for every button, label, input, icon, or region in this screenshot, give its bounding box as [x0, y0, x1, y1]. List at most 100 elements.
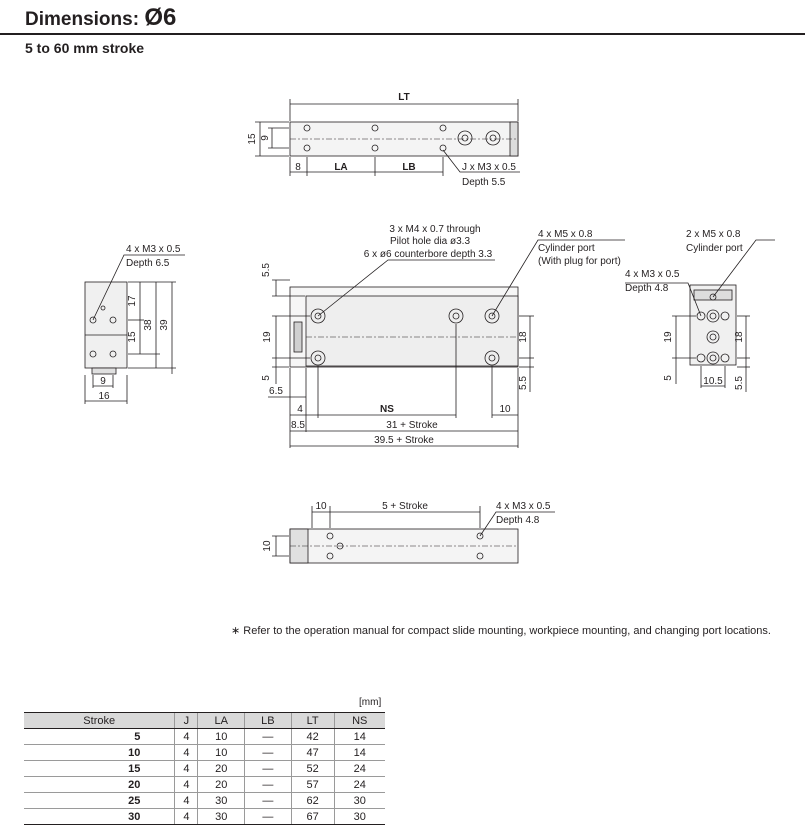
bottom-thread-depth: Depth 4.8: [496, 515, 540, 526]
dim-5-front: 5: [261, 375, 272, 381]
page-title: Dimensions: Ø6: [25, 4, 177, 31]
table-row: 30 4 30 — 67 30: [24, 808, 385, 825]
col-j: J: [174, 712, 198, 729]
cell-la: 10: [197, 728, 245, 745]
dim-15: 15: [247, 133, 258, 145]
ns-label: NS: [380, 404, 394, 415]
cell-la: 30: [197, 808, 245, 825]
dim-6-5: 6.5: [269, 386, 283, 397]
top-view: LT 15 9 8 LA LB J x M3 x 0.5 Depth 5.5: [247, 92, 520, 188]
table-row: 15 4 20 — 52 24: [24, 760, 385, 777]
cell-stroke: 10: [24, 744, 175, 761]
lb-label: LB: [402, 162, 415, 173]
dim-9: 9: [260, 135, 271, 141]
cell-la: 10: [197, 744, 245, 761]
page-header: Dimensions: Ø6 5 to 60 mm stroke: [0, 0, 805, 56]
col-stroke: Stroke: [24, 712, 175, 729]
dim-4: 4: [297, 404, 303, 415]
cell-ns: 24: [333, 760, 385, 777]
dim-8: 8: [295, 162, 301, 173]
port-callout-2: Cylinder port: [538, 243, 595, 254]
dim-5-stroke: 5 + Stroke: [382, 501, 428, 512]
dim-15-side: 15: [127, 331, 138, 343]
cell-stroke: 25: [24, 792, 175, 809]
cell-lt: 42: [290, 728, 335, 745]
cell-ns: 14: [333, 728, 385, 745]
dim-9-side: 9: [100, 376, 106, 387]
cell-j: 4: [174, 776, 198, 793]
dim-39-5-stroke: 39.5 + Stroke: [374, 435, 434, 446]
cell-ns: 14: [333, 744, 385, 761]
side-thread-callout: 4 x M3 x 0.5: [126, 244, 181, 255]
dim-19-end: 19: [663, 331, 674, 343]
dim-5-5-top: 5.5: [261, 263, 272, 277]
dim-10-bottom-b: 10: [262, 540, 273, 552]
title-rule: [0, 33, 805, 35]
dim-5-5-end: 5.5: [734, 376, 745, 390]
cell-j: 4: [174, 744, 198, 761]
col-la: LA: [197, 712, 245, 729]
cell-lt: 57: [290, 776, 335, 793]
col-lt: LT: [290, 712, 335, 729]
cell-j: 4: [174, 760, 198, 777]
table-row: 5 4 10 — 42 14: [24, 728, 385, 745]
side-thread-depth: Depth 6.5: [126, 258, 170, 269]
dim-16: 16: [98, 391, 110, 402]
end-thread-depth: Depth 4.8: [625, 283, 669, 294]
bottom-view: 10 5 + Stroke 4 x M3 x 0.5 Depth 4.8 10: [262, 501, 555, 564]
dim-10-front: 10: [499, 404, 511, 415]
pilot-callout-2: Pilot hole dia ø3.3: [390, 236, 470, 247]
cell-stroke: 15: [24, 760, 175, 777]
cell-lb: —: [244, 776, 292, 793]
dim-31-stroke: 31 + Stroke: [386, 420, 438, 431]
operation-manual-note: ∗ Refer to the operation manual for comp…: [231, 625, 771, 637]
cell-stroke: 30: [24, 808, 175, 825]
dim-19-front: 19: [262, 331, 273, 343]
dim-38: 38: [143, 319, 154, 331]
j-thread-callout: J x M3 x 0.5: [462, 162, 516, 173]
dim-5-5-right: 5.5: [518, 376, 529, 390]
dim-17: 17: [127, 295, 138, 307]
end-port-callout-2: Cylinder port: [686, 243, 743, 254]
cell-ns: 24: [333, 776, 385, 793]
dim-10-5: 10.5: [703, 376, 723, 387]
la-label: LA: [334, 162, 347, 173]
dimension-drawings: LT 15 9 8 LA LB J x M3 x 0.5 Depth 5.5 4…: [84, 92, 775, 564]
col-lb: LB: [244, 712, 292, 729]
table-row: 25 4 30 — 62 30: [24, 792, 385, 809]
cell-lb: —: [244, 744, 292, 761]
table-unit: [mm]: [359, 697, 382, 708]
cell-lt: 47: [290, 744, 335, 761]
port-callout-1: 4 x M5 x 0.8: [538, 229, 593, 240]
cell-ns: 30: [333, 808, 385, 825]
cell-lt: 67: [290, 808, 335, 825]
cell-stroke: 20: [24, 776, 175, 793]
cell-j: 4: [174, 728, 198, 745]
dim-5-end: 5: [663, 375, 674, 381]
cell-lb: —: [244, 728, 292, 745]
cell-j: 4: [174, 808, 198, 825]
dim-39: 39: [159, 319, 170, 331]
lt-label: LT: [398, 92, 409, 103]
table-row: 10 4 10 — 47 14: [24, 744, 385, 761]
cell-la: 20: [197, 760, 245, 777]
pilot-callout-3: 6 x ø6 counterbore depth 3.3: [364, 249, 493, 260]
j-thread-depth: Depth 5.5: [462, 177, 506, 188]
end-port-callout-1: 2 x M5 x 0.8: [686, 229, 741, 240]
bore-size: Ø6: [144, 4, 177, 31]
cell-lt: 62: [290, 792, 335, 809]
cell-lb: —: [244, 760, 292, 777]
table-header-row: Stroke J LA LB LT NS: [24, 712, 385, 729]
cell-lt: 52: [290, 760, 335, 777]
page-subtitle: 5 to 60 mm stroke: [25, 40, 145, 56]
cell-la: 20: [197, 776, 245, 793]
port-callout-3: (With plug for port): [538, 256, 621, 267]
dim-8-5: 8.5: [291, 420, 305, 431]
side-view: 4 x M3 x 0.5 Depth 6.5 17 15 38 39 9 16: [84, 244, 185, 404]
dim-10-bottom-a: 10: [315, 501, 327, 512]
front-view: 3 x M4 x 0.7 through Pilot hole dia ø3.3…: [261, 224, 625, 448]
col-ns: NS: [333, 712, 385, 729]
cell-stroke: 5: [24, 728, 175, 745]
end-thread-callout: 4 x M3 x 0.5: [625, 269, 680, 280]
end-view: 2 x M5 x 0.8 Cylinder port 4 x M3 x 0.5 …: [625, 229, 775, 392]
